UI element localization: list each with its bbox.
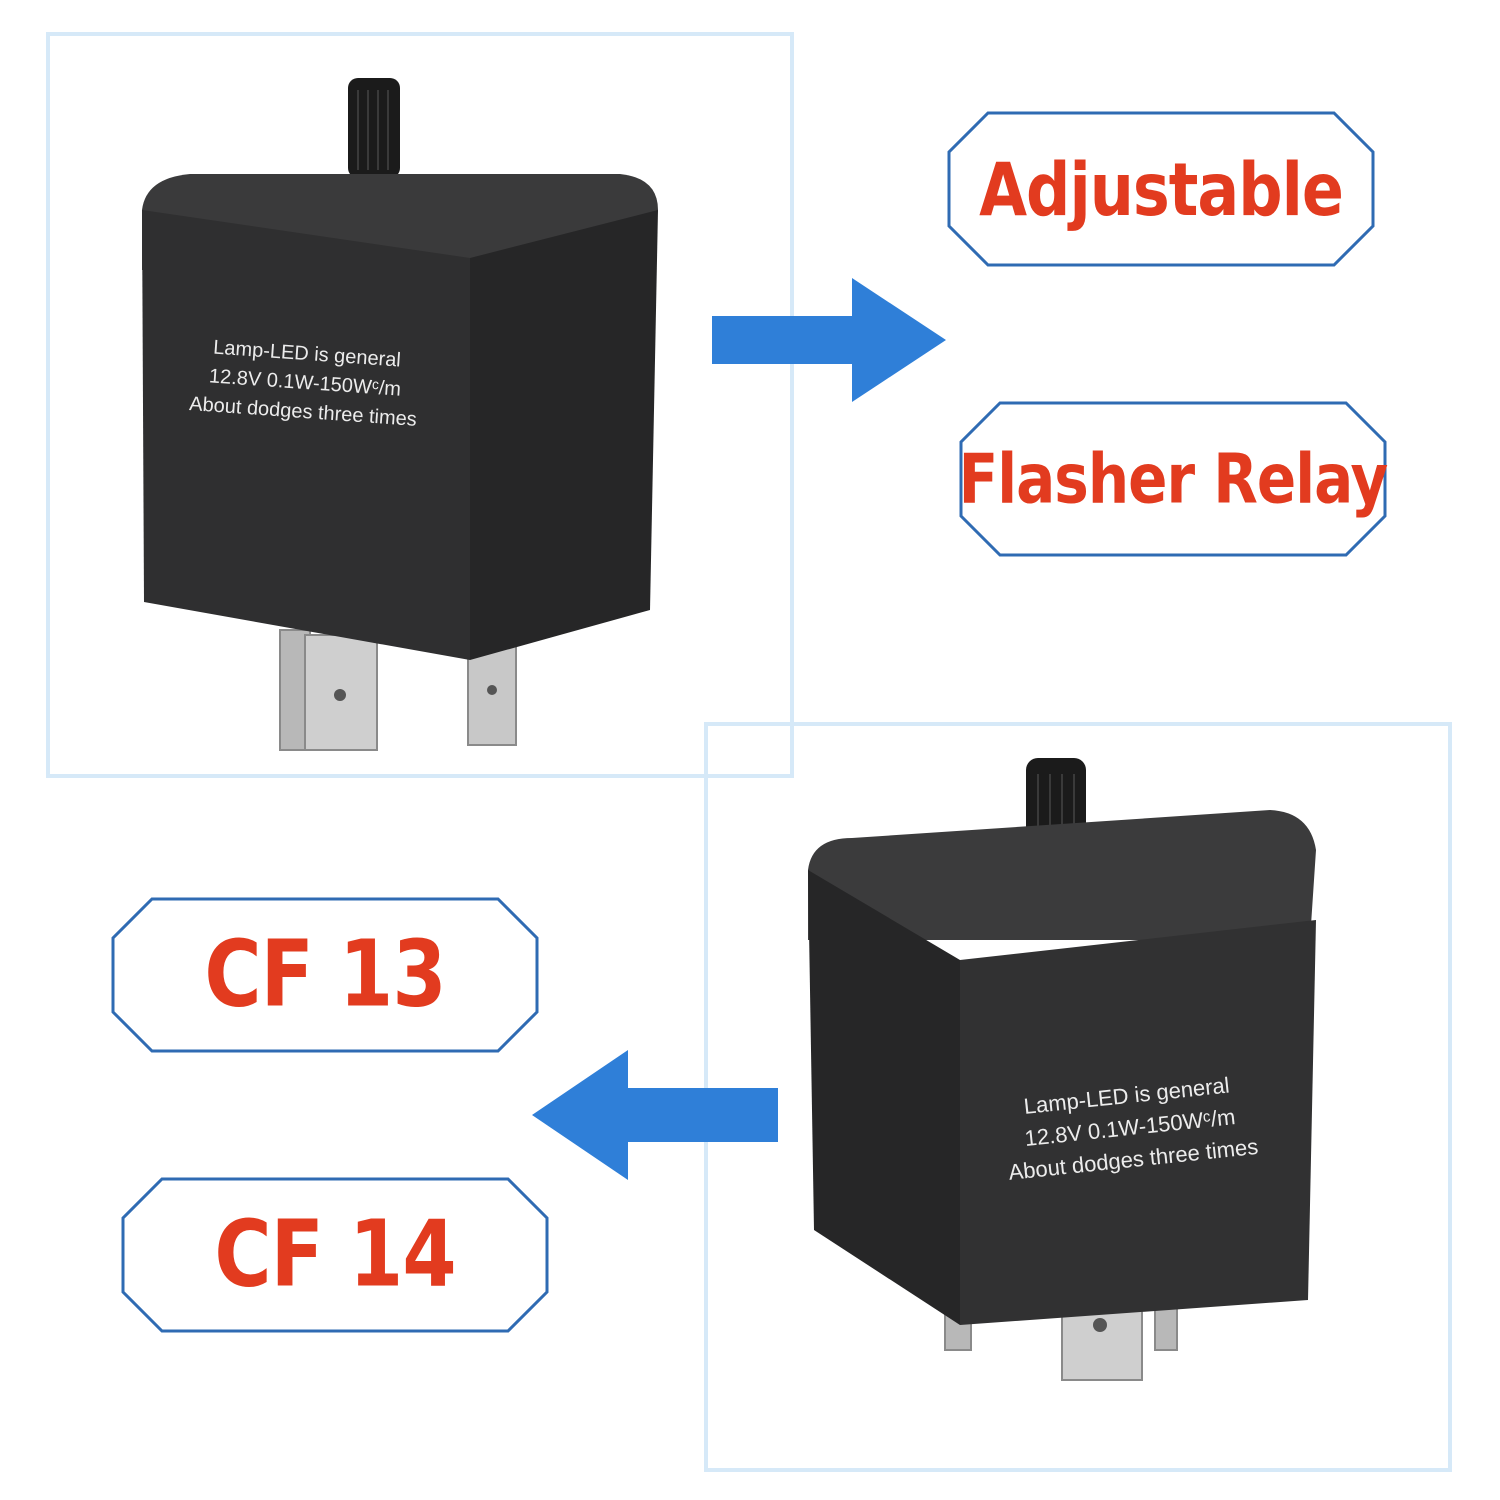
flasher-relay-label: Flasher Relay <box>958 438 1389 520</box>
cf14-tag: CF 14 <box>120 1176 550 1334</box>
cf14-label: CF 14 <box>214 1201 456 1309</box>
arrow-right-icon <box>712 278 946 402</box>
relay-product-image-bottom: Lamp-LED is general 12.8V 0.1W-150Wᶜ/m A… <box>800 750 1330 1440</box>
relay-product-image-top: Lamp-LED is general 12.8V 0.1W-150Wᶜ/m A… <box>130 70 670 760</box>
arrow-left-icon <box>532 1050 778 1180</box>
adjustable-tag: Adjustable <box>946 110 1376 268</box>
top-left-frame <box>46 32 794 778</box>
cf13-label: CF 13 <box>204 921 446 1029</box>
adjustable-label: Adjustable <box>979 145 1344 233</box>
flasher-relay-tag: Flasher Relay <box>958 400 1388 558</box>
cf13-tag: CF 13 <box>110 896 540 1054</box>
